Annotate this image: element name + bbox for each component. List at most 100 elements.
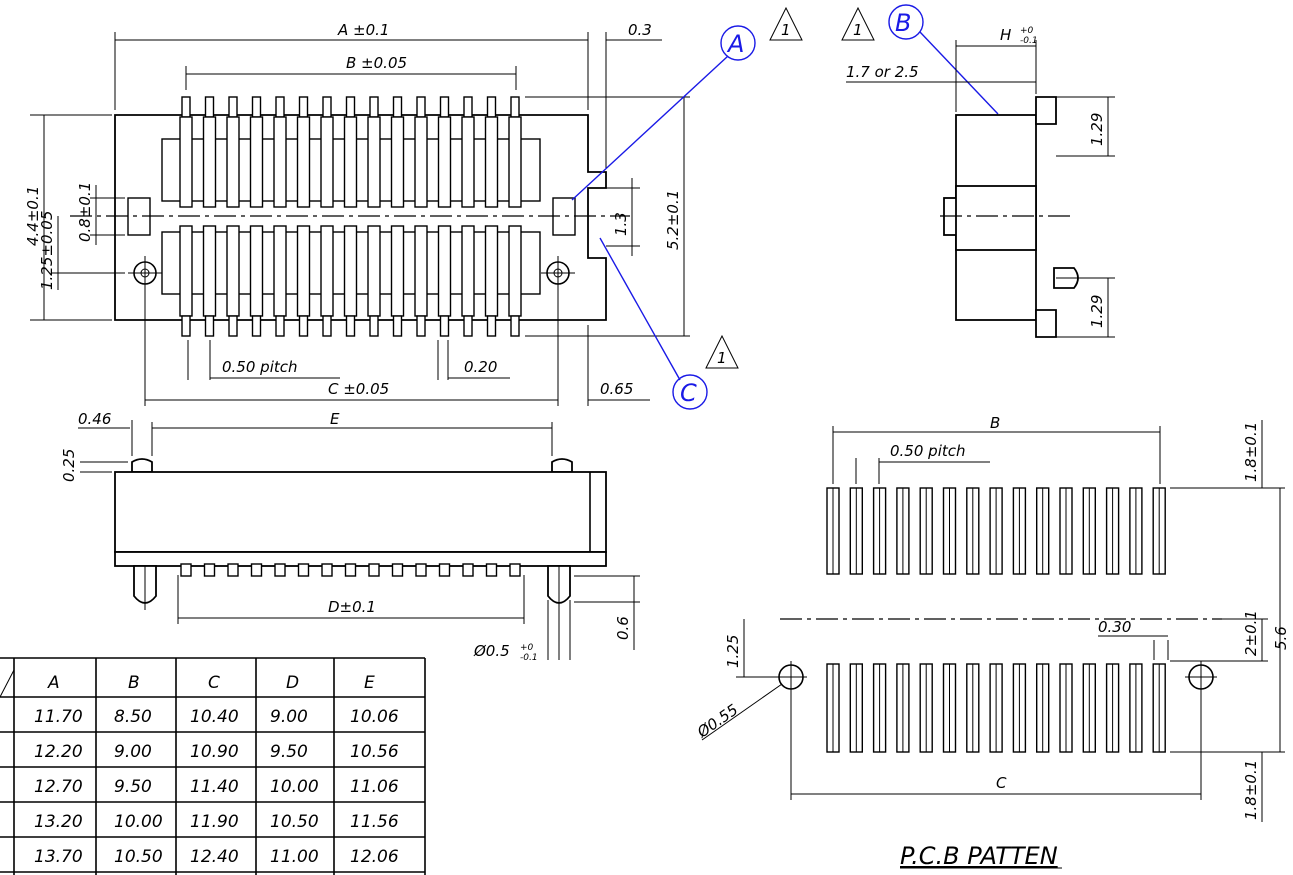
dim-0-25: 0.25	[60, 449, 78, 482]
table-cell: 12.06	[350, 847, 399, 867]
dim-1-25-05: 1.25±0.05	[38, 211, 56, 290]
pcb-pad	[1082, 487, 1097, 753]
table-cell: 12.70	[34, 777, 83, 797]
top-view: A ±0.1 0.3 B ±0.05 0.50 pitch 0.20 C ±0.…	[24, 21, 690, 406]
svg-text:B: B	[895, 9, 911, 37]
rev-triangle-3	[705, 334, 739, 369]
pcb-dim-0-30: 0.30	[1098, 618, 1131, 636]
dim-pitch: 0.50 pitch	[222, 358, 298, 376]
pcb-pad	[1129, 487, 1143, 753]
front-view-pin	[344, 563, 357, 577]
front-view-body	[114, 471, 607, 553]
table-cell: 10.50	[270, 812, 319, 832]
table-cell: 12.40	[190, 847, 239, 867]
pcb-pad	[989, 487, 1003, 753]
dim-d: D±0.1	[328, 598, 376, 616]
top-view-pin	[390, 96, 405, 337]
table-header: B	[128, 673, 140, 693]
svg-text:1: 1	[781, 21, 791, 39]
front-view-pin	[180, 563, 192, 577]
pcb-left-hole	[775, 661, 807, 800]
svg-text:+0: +0	[520, 643, 534, 653]
table-cell: 8.50	[114, 707, 152, 727]
table-cell: 11.00	[270, 847, 319, 867]
dim-phi-0-5: Ø0.5	[473, 642, 510, 660]
table-cell: 10.06	[350, 707, 399, 727]
table-cell: 13.70	[34, 847, 83, 867]
rev-triangle-1	[769, 6, 803, 41]
table-cell: 10.50	[114, 847, 163, 867]
table-cell: 12.20	[34, 742, 83, 762]
table-cell: 11.40	[190, 777, 239, 797]
svg-text:C: C	[680, 379, 697, 407]
dim-5-2: 5.2±0.1	[664, 190, 682, 250]
table-cell: 11.06	[350, 777, 399, 797]
front-view: E 0.46 0.25 D±0.1 Ø0.5 +0 -0.1 0.6	[60, 410, 640, 663]
top-view-pin	[179, 96, 193, 337]
pcb-right-hole	[1185, 661, 1217, 800]
pcb-pad	[1059, 487, 1073, 753]
pcb-pad	[1012, 487, 1027, 753]
pcb-pad	[919, 487, 933, 753]
svg-text:A: A	[726, 30, 744, 58]
top-view-pin	[226, 96, 240, 337]
front-view-pin	[297, 563, 310, 577]
pcb-pad	[826, 487, 840, 753]
table-row: 12.20 9.00 10.90 9.50 10.56	[34, 742, 399, 762]
front-view-pin	[203, 563, 216, 577]
top-view-pin	[343, 96, 358, 337]
table-cell: 10.40	[190, 707, 239, 727]
top-view-pin	[273, 96, 287, 337]
front-view-pin	[368, 563, 380, 577]
rev-triangle-2	[841, 6, 875, 41]
table-cell: 9.00	[114, 742, 152, 762]
top-view-pin	[320, 96, 334, 337]
svg-text:+0: +0	[1020, 26, 1034, 36]
front-view-pin	[321, 563, 333, 577]
pcb-dim-2: 2±0.1	[1242, 610, 1260, 656]
pcb-dim-5-6: 5.6	[1272, 626, 1290, 650]
pcb-dim-1-8-bottom: 1.8±0.1	[1242, 760, 1260, 820]
front-view-pin	[250, 563, 263, 577]
left-hole	[128, 256, 162, 290]
dim-1-29-bottom: 1.29	[1088, 295, 1106, 328]
pcb-pad	[849, 487, 863, 753]
pcb-pad	[1035, 487, 1050, 753]
table-header: A	[47, 673, 60, 693]
dim-0-46: 0.46	[78, 410, 111, 428]
pcb-pad	[1152, 487, 1166, 753]
table-cell: 10.90	[190, 742, 239, 762]
front-view-pin	[485, 563, 498, 577]
top-view-pin	[296, 96, 311, 337]
pcb-pattern: B 0.50 pitch 0.30 C 1.8±0.1 1.8±0.1 2±0.…	[693, 414, 1290, 870]
pcb-pad	[966, 487, 980, 753]
top-view-pin	[414, 96, 428, 337]
dim-4-4: 4.4±0.1	[24, 186, 42, 246]
pcb-dim-pitch: 0.50 pitch	[890, 442, 966, 460]
pcb-dim-1-25: 1.25	[724, 635, 742, 668]
right-hole	[541, 256, 575, 290]
dimension-table: A B C D E 11.70 8.50 10.40 9.00 10.06 12…	[0, 657, 426, 875]
dim-1-7: 1.7 or 2.5	[846, 63, 919, 81]
dim-e: E	[330, 410, 340, 428]
front-view-pin	[415, 563, 427, 577]
front-view-pin	[509, 563, 521, 577]
dim-0-65: 0.65	[600, 380, 633, 398]
pcb-dim-c: C	[996, 774, 1007, 792]
table-cell: 10.56	[350, 742, 399, 762]
table-header: C	[208, 673, 220, 693]
top-view-pin	[461, 96, 475, 337]
svg-text:-0.1: -0.1	[1020, 36, 1038, 46]
pcb-dim-b: B	[990, 414, 1000, 432]
callout-c: C 1	[599, 237, 739, 410]
table-row: 11.70 8.50 10.40 9.00 10.06	[34, 707, 399, 727]
callout-b: 1 B	[841, 4, 999, 115]
table-cell: 11.70	[34, 707, 83, 727]
svg-text:1: 1	[717, 349, 727, 367]
table-cell: 9.50	[114, 777, 152, 797]
table-cell: 9.50	[270, 742, 308, 762]
table-cell: 11.90	[190, 812, 239, 832]
dim-0-3: 0.3	[628, 21, 652, 39]
side-view: H +0 -0.1 1.7 or 2.5 1.29 1.29	[846, 26, 1115, 338]
